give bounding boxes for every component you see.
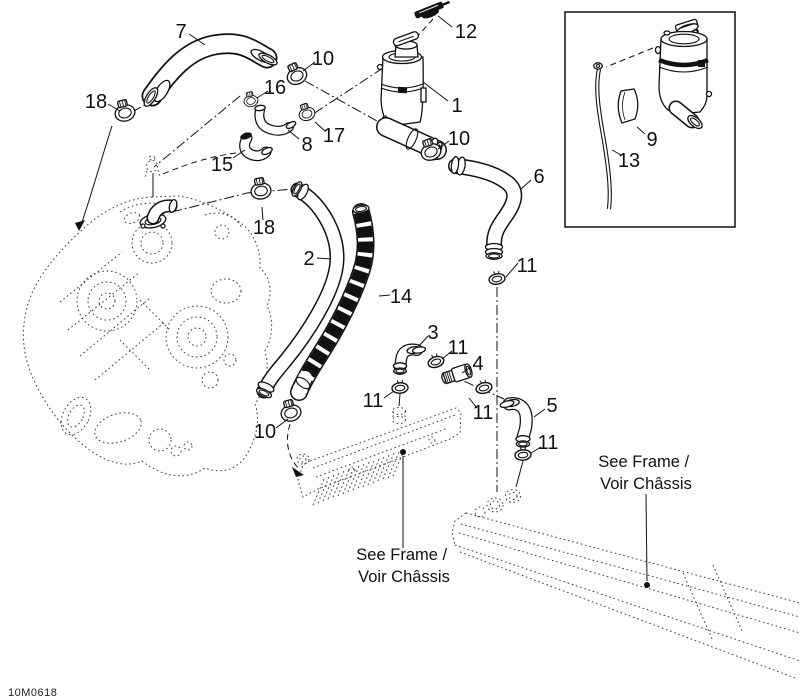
clamp-17 (295, 100, 318, 124)
fitting-4 (441, 363, 473, 385)
callout-14: 14 (390, 286, 412, 308)
callout-8: 8 (301, 134, 312, 156)
callout-16: 16 (264, 77, 286, 99)
callout-11-c: 11 (363, 390, 384, 412)
callout-17: 17 (323, 125, 345, 147)
callout-4: 4 (472, 353, 483, 375)
hose-6 (448, 155, 523, 260)
see-frame-leader-bottom (400, 449, 406, 548)
engine-outlet-elbow (139, 199, 178, 229)
clamp-18-middle (248, 175, 273, 202)
leader-13 (611, 149, 622, 156)
callout-5: 5 (546, 395, 557, 417)
clamp-16 (241, 90, 260, 109)
hose-7 (141, 33, 278, 107)
hose-sleeve-14 (290, 203, 375, 401)
callout-10-mid: 10 (448, 128, 470, 150)
pressure-cap (414, 0, 450, 19)
ring-11-c (390, 378, 410, 395)
cooler-ghost (296, 407, 462, 506)
ring-11-b (425, 351, 446, 371)
callout-6: 6 (533, 166, 544, 188)
reservoir-tank (654, 30, 713, 130)
callout-11-a: 11 (517, 255, 538, 277)
elbow-15 (239, 132, 273, 162)
callout-18-left: 18 (85, 91, 107, 113)
callout-13: 13 (618, 150, 640, 172)
callout-11-b: 11 (448, 337, 469, 359)
tube-13 (593, 62, 612, 210)
tunnel-ghost (451, 489, 800, 679)
callout-3: 3 (427, 322, 438, 344)
callout-1: 1 (451, 95, 462, 117)
callout-10-upper: 10 (312, 48, 334, 70)
callout-18-mid: 18 (253, 217, 275, 239)
inset-assembly-line (605, 47, 654, 68)
ring-11-a (487, 269, 507, 287)
callout-7: 7 (175, 21, 186, 43)
see-frame-leader-right (644, 493, 650, 588)
callout-15: 15 (211, 154, 233, 176)
routing-arrow-cooler (286, 423, 304, 477)
callout-11-e: 11 (538, 432, 559, 454)
routing-arrow-engine (75, 125, 113, 231)
drawing-code: 10M0618 (8, 687, 57, 699)
hose-8 (254, 104, 297, 136)
engine-fitting-ghost (144, 155, 161, 197)
callout-2: 2 (303, 248, 314, 270)
pad-9 (617, 88, 639, 124)
assembly-centerlines (131, 18, 505, 492)
clamp-10-upper (281, 59, 311, 89)
connector-ring-cooler (398, 393, 401, 407)
leader-9 (636, 126, 646, 135)
clamp-18-left (111, 97, 138, 124)
inset-box (564, 11, 736, 228)
ring-11-e (513, 445, 533, 462)
callout-9: 9 (646, 129, 657, 151)
elbow-3 (392, 343, 427, 375)
coolant-tank (376, 31, 447, 161)
elbow-5 (499, 397, 533, 448)
connector-ring-tunnel (515, 460, 524, 488)
callout-leaders (107, 15, 546, 454)
engine-ghost (23, 195, 273, 477)
callout-10-lower: 10 (254, 421, 276, 443)
see-frame-note-right: See Frame / Voir Châssis (598, 453, 693, 493)
ring-11-d (473, 377, 494, 396)
callout-12: 12 (455, 21, 477, 43)
see-frame-note-bottom: See Frame / Voir Châssis (356, 546, 451, 586)
clamp-10-lower (277, 397, 304, 424)
cooler-fins (312, 449, 405, 506)
hose-2 (255, 181, 345, 399)
callout-11-d: 11 (473, 402, 494, 424)
